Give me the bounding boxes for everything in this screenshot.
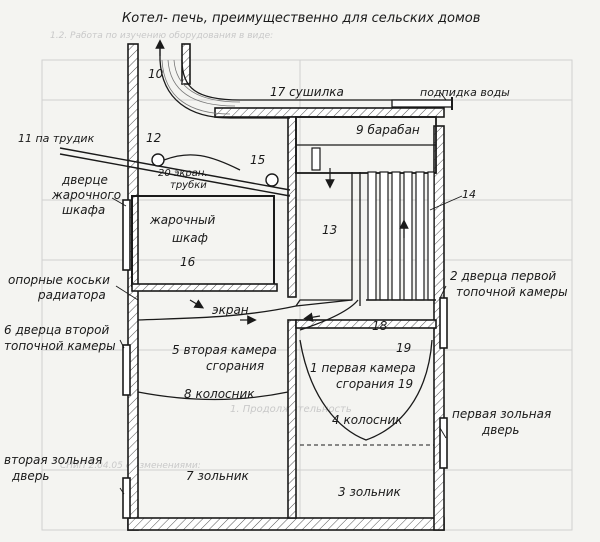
label-drum: 9 барабан	[356, 123, 420, 137]
label-ash-3: 3 зольник	[338, 485, 402, 499]
label-ash1-2: дверь	[481, 423, 519, 437]
label-grate-8: 8 колосник	[184, 387, 255, 401]
label-ash2-1: вторая зольная	[4, 453, 102, 467]
screen-pipes	[59, 147, 291, 197]
label-oven-1: жарочный	[149, 213, 216, 227]
chimney-flue	[159, 44, 290, 119]
leader-lines	[111, 91, 463, 495]
label-oven-2: шкаф	[172, 231, 208, 245]
label-second-door-2: топочной камеры	[4, 339, 116, 353]
label-radiator-1: опорные коськи	[8, 273, 110, 287]
label-chamber1-2: сгорания 19	[336, 377, 413, 391]
label-radiator-2: радиатора	[37, 288, 106, 302]
water-supply-pipe	[391, 99, 453, 108]
flue-channel-13	[295, 172, 353, 307]
screen-plate	[137, 299, 353, 321]
label-pipe-11: 11 па трудик	[18, 132, 95, 145]
diagram-title: Котел- печь, преимущественно для сельски…	[122, 11, 480, 26]
second-chamber-grate	[137, 391, 289, 401]
label-oven-door-1: дверце	[61, 173, 108, 187]
oven-door[interactable]	[122, 199, 131, 271]
label-screen: экран	[212, 303, 249, 317]
radiator-coil	[366, 171, 436, 301]
first-chamber-door[interactable]	[439, 297, 448, 349]
label-oven-door-3: шкафа	[62, 203, 105, 217]
label-ash1-1: первая зольная	[452, 407, 551, 421]
label-screen-pipes-1: 20 экран.	[158, 168, 208, 179]
label-chamber2-1: 5 вторая камера	[172, 343, 277, 357]
label-oven-num: 16	[180, 255, 196, 269]
ghost-text-1: 1.2. Работа по изучению оборудования в в…	[50, 31, 273, 41]
second-ash-door[interactable]	[122, 477, 131, 519]
label-first-door-2: топочной камеры	[456, 285, 568, 299]
label-18: 18	[372, 319, 388, 333]
label-15: 15	[250, 153, 265, 167]
label-first-door-1: 2 дверца первой	[450, 269, 556, 283]
label-water-supply: подпидка воды	[420, 86, 510, 99]
label-grate-4: 4 колосник	[332, 413, 403, 427]
flow-arrows	[155, 39, 409, 325]
label-screen-pipes-2: трубки	[170, 179, 207, 191]
label-second-door-1: 6 дверца второй	[4, 323, 110, 337]
label-19: 19	[396, 341, 411, 355]
label-13: 13	[322, 223, 337, 237]
chimney-flue-outer	[181, 59, 440, 101]
stove-body	[127, 43, 445, 531]
label-chimney: 10	[148, 67, 164, 81]
label-chamber1-1: 1 первая камера	[310, 361, 416, 375]
second-chamber-door[interactable]	[122, 344, 131, 396]
label-ash-7: 7 зольник	[186, 469, 250, 483]
label-12: 12	[146, 131, 161, 145]
label-chamber2-2: сгорания	[206, 359, 264, 373]
label-ash2-2: дверь	[11, 469, 49, 483]
first-ash-door[interactable]	[439, 417, 448, 469]
label-dryer: 17 сушилка	[270, 85, 344, 99]
label-oven-door-2: жарочного	[51, 188, 121, 202]
first-chamber-grate	[299, 339, 433, 441]
label-14: 14	[462, 188, 476, 201]
